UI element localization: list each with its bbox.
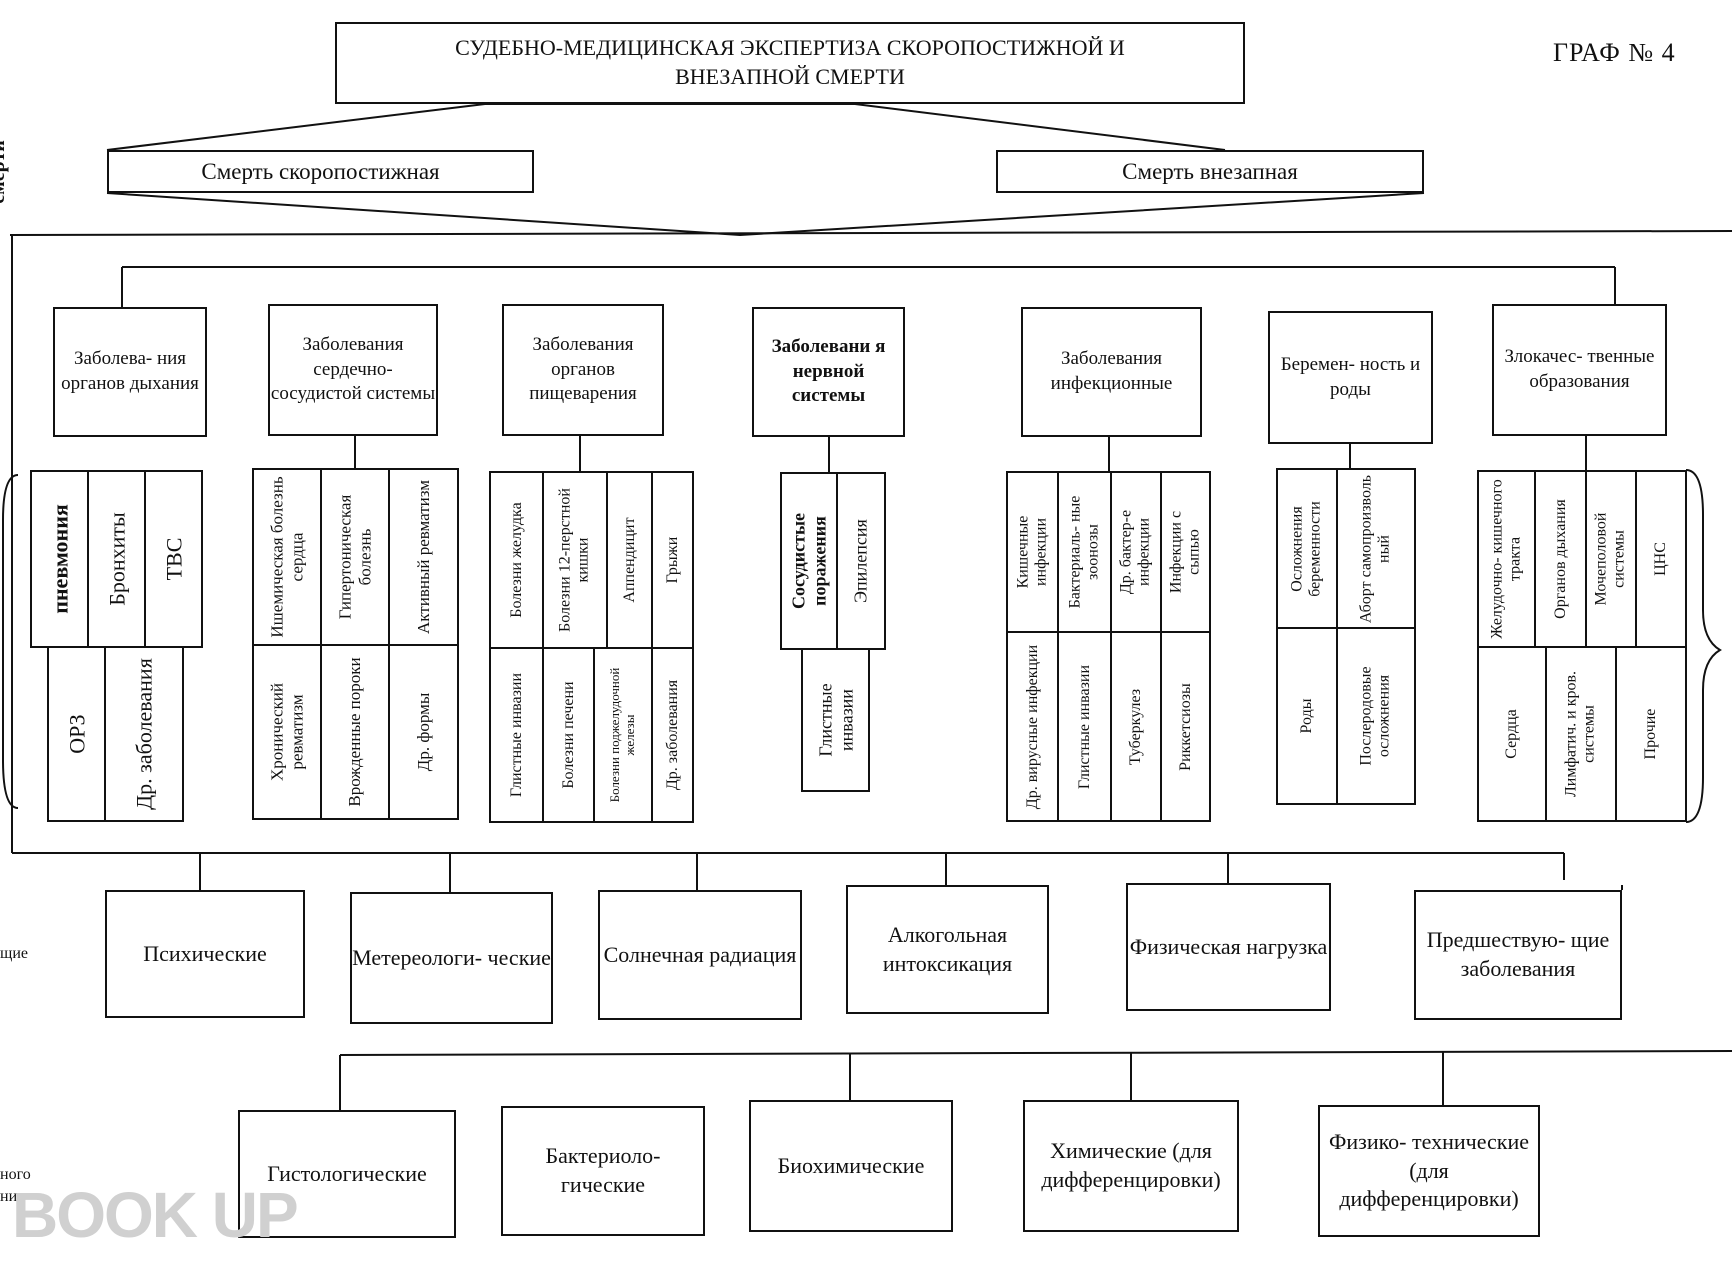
factor-meteorological: Метереологи- ческие <box>350 892 553 1024</box>
item-other-digestive: Др. заболевания <box>651 647 694 823</box>
item-helminth-nervous: Глистные инвазии <box>801 648 870 792</box>
item-other-malignant: Прочие <box>1615 646 1687 822</box>
method-bacteriological: Бактериоло- гические <box>501 1106 705 1236</box>
item-lymphatic-blood: Лимфатич. и кров. системы <box>1545 646 1617 822</box>
category-infectious: Заболевания инфекционные <box>1021 307 1202 437</box>
item-helminth-infectious: Глистные инвазии <box>1057 631 1112 822</box>
title: СУДЕБНО-МЕДИЦИНСКАЯ ЭКСПЕРТИЗА СКОРОПОСТ… <box>455 35 1125 89</box>
factor-mental: Психические <box>105 890 305 1018</box>
factor-preceding-diseases: Предшествую- щие заболевания <box>1414 890 1622 1020</box>
item-active-rheumatism: Активный ревматизм <box>388 468 459 646</box>
item-pancreas-diseases: Болезни поджелудочной железы <box>593 647 653 823</box>
item-genitourinary: Мочеполовой системы <box>1585 470 1637 648</box>
title-box: СУДЕБНО-МЕДИЦИНСКАЯ ЭКСПЕРТИЗА СКОРОПОСТ… <box>335 22 1245 104</box>
item-chronic-rheumatism: Хронический ревматизм <box>252 644 322 820</box>
item-childbirth: Роды <box>1276 627 1338 805</box>
item-helminth-digestive: Глистные инвазии <box>489 647 544 823</box>
item-intestinal-infections: Кишечные инфекции <box>1006 471 1059 633</box>
item-other-forms: Др. формы <box>388 644 459 820</box>
method-physico-technical: Физико- технические (для дифференцировки… <box>1318 1105 1540 1237</box>
item-other-respiratory: Др. заболевания <box>104 646 184 822</box>
item-postpartum-complications: Послеродовые осложнения <box>1336 627 1416 805</box>
item-epilepsy: Эпилепсия <box>836 472 886 650</box>
category-digestive: Заболевания органов пищеварения <box>502 304 664 436</box>
method-histological: Гистологические <box>238 1110 456 1238</box>
item-ischemic: Ишемическая болезнь сердца <box>252 468 322 646</box>
item-spontaneous-abortion: Аборт самопроизволь ный <box>1336 468 1416 629</box>
item-cns: ЦНС <box>1635 470 1687 648</box>
factor-physical-load: Физическая нагрузка <box>1126 883 1331 1011</box>
factor-alcohol: Алкогольная интоксикация <box>846 885 1049 1014</box>
item-rash-infections: Инфекции с сыпью <box>1160 471 1211 633</box>
item-congenital-defects: Врожденные пороки <box>320 644 390 820</box>
item-other-bacterial: Др. бактер-е инфекции <box>1110 471 1162 633</box>
type-sudden-unexpected: Смерть скоропостижная <box>107 150 534 193</box>
item-vascular-lesions: Сосудистые поражения <box>780 472 838 650</box>
category-pregnancy: Беремен- ность и роды <box>1268 311 1433 444</box>
item-hypertension: Гипертоническая болезнь <box>320 468 390 646</box>
margin-label-methods-2: ния <box>0 1188 25 1205</box>
margin-label-death: смерти <box>0 140 9 204</box>
category-respiratory: Заболева- ния органов дыхания <box>53 307 207 437</box>
watermark-logo: BOOK UP <box>12 1179 299 1251</box>
item-pregnancy-complications: Осложнения беременности <box>1276 468 1338 629</box>
item-appendicitis: Аппендицит <box>606 471 653 649</box>
category-malignant: Злокачес- твенные образования <box>1492 304 1667 436</box>
method-biochemical: Биохимические <box>749 1100 953 1232</box>
category-cardiovascular: Заболевания сердечно- сосудистой системы <box>268 304 438 436</box>
item-other-viral: Др. вирусные инфекции <box>1006 631 1059 822</box>
item-hernias: Грыжи <box>651 471 694 649</box>
method-chemical: Химические (для дифференцировки) <box>1023 1100 1239 1232</box>
item-bacterial-zoonoses: Бактериаль- ные зоонозы <box>1057 471 1112 633</box>
item-bronchitis: Бронхиты <box>87 470 146 648</box>
item-pneumonia: пневмония <box>30 470 89 648</box>
item-rickettsioses: Риккетсиозы <box>1160 631 1211 822</box>
title-to-types-connector <box>106 103 1226 151</box>
item-gastrointestinal-tract: Желудочно- кишечного тракта <box>1477 470 1536 648</box>
category-nervous: Заболевани я нервной системы <box>752 307 905 437</box>
margin-label-factors: щие <box>0 945 28 962</box>
margin-label-methods-1: ного <box>0 1166 31 1183</box>
item-heart: Сердца <box>1477 646 1547 822</box>
types-to-categories-connector <box>106 192 1425 237</box>
categories-frame-top <box>9 230 1732 236</box>
item-stomach-diseases: Болезни желудка <box>489 471 544 649</box>
item-respiratory-organs: Органов дыхания <box>1534 470 1587 648</box>
corner-label: ГРАФ № 4 <box>1553 38 1676 67</box>
item-tuberculosis: ТВС <box>144 470 203 648</box>
item-acute-respiratory: ОРЗ <box>47 646 106 822</box>
item-liver-diseases: Болезни печени <box>542 647 595 823</box>
factor-solar-radiation: Солнечная радиация <box>598 890 802 1020</box>
item-duodenum-diseases: Болезни 12-перстной кишки <box>542 471 608 649</box>
type-sudden: Смерть внезапная <box>996 150 1424 193</box>
item-tuberculosis-infectious: Туберкулез <box>1110 631 1162 822</box>
